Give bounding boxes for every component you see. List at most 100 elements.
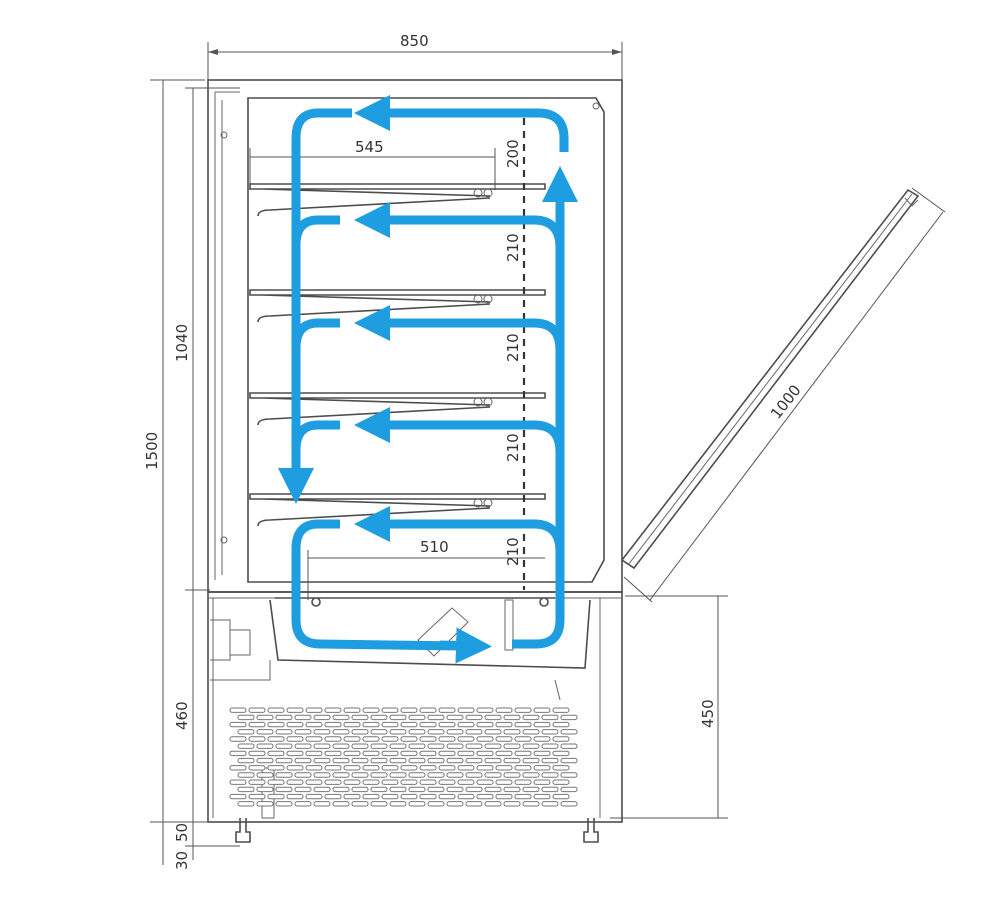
grille-slot — [438, 765, 456, 771]
grille-slot — [256, 757, 274, 764]
grille-slot — [484, 757, 502, 764]
grille-slot — [533, 793, 551, 800]
grille-slot — [248, 750, 266, 757]
grille-slot — [427, 743, 445, 749]
grille-slot — [248, 779, 266, 785]
grille-slot — [313, 772, 331, 778]
grille-slot — [248, 765, 266, 771]
grille-slot — [522, 729, 540, 735]
airflow-bottom-loop — [291, 545, 463, 651]
grille-slot — [457, 793, 475, 800]
grille-slot — [522, 772, 540, 778]
grille-slot — [248, 793, 266, 800]
grille-slot — [351, 714, 369, 721]
grille-slot — [522, 743, 540, 749]
condenser-grille — [229, 707, 578, 807]
grille-slot — [514, 721, 532, 728]
grille-slot — [541, 772, 559, 778]
grille-slot — [343, 750, 361, 757]
grille-slot — [275, 786, 293, 793]
grille-slot — [229, 721, 247, 728]
grille-slot — [351, 801, 369, 807]
grille-slot — [267, 765, 285, 771]
grille-slot — [332, 729, 350, 735]
grille-slot — [484, 714, 502, 721]
grille-slot — [533, 750, 551, 757]
grille-slot — [400, 736, 418, 742]
grille-slot — [275, 801, 293, 807]
grille-slot — [275, 743, 293, 749]
grille-slot — [332, 772, 350, 778]
grille-slot — [362, 793, 380, 800]
grille-slot — [370, 772, 388, 778]
grille-slot — [256, 786, 274, 793]
grille-slot — [408, 757, 426, 764]
grille-slot — [362, 750, 380, 757]
grille-slot — [522, 757, 540, 764]
grille-slot — [286, 750, 304, 757]
grille-slot — [237, 801, 255, 807]
grille-slot — [495, 765, 513, 771]
dim-shelf-spacing-4: 210 — [504, 537, 522, 566]
grille-slot — [362, 736, 380, 742]
grille-slot — [313, 801, 331, 807]
grille-slot — [313, 743, 331, 749]
grille-slot — [351, 743, 369, 749]
grille-slot — [465, 714, 483, 721]
grille-slot — [438, 750, 456, 757]
grille-slot — [294, 772, 312, 778]
grille-slot — [256, 729, 274, 735]
grille-slot — [332, 786, 350, 793]
bottom-deck — [275, 597, 555, 607]
grille-slot — [541, 743, 559, 749]
dim-display-height: 1040 — [173, 324, 191, 362]
grille-slot — [465, 757, 483, 764]
grille-slot — [541, 729, 559, 735]
grille-slot — [229, 750, 247, 757]
grille-slot — [237, 757, 255, 764]
grille-slot — [332, 801, 350, 807]
grille-slot — [305, 750, 323, 757]
grille-slot — [237, 743, 255, 749]
grille-slot — [256, 772, 274, 778]
grille-slot — [229, 736, 247, 742]
grille-slot — [476, 721, 494, 728]
grille-slot — [552, 736, 570, 742]
grille-slot — [275, 714, 293, 721]
grille-slot — [484, 743, 502, 749]
grille-slot — [560, 743, 578, 749]
grille-slot — [438, 779, 456, 785]
grille-slot — [438, 707, 456, 713]
grille-slot — [324, 750, 342, 757]
grille-slot — [229, 707, 247, 713]
grille-slot — [267, 793, 285, 800]
grille-slot — [419, 765, 437, 771]
grille-slot — [381, 793, 399, 800]
grille-slot — [275, 757, 293, 764]
grille-slot — [446, 786, 464, 793]
grille-slot — [313, 786, 331, 793]
grille-slot — [351, 772, 369, 778]
grille-slot — [522, 714, 540, 721]
grille-slot — [275, 772, 293, 778]
grille-slot — [294, 743, 312, 749]
grille-slot — [484, 729, 502, 735]
dim-base-height: 460 — [173, 701, 191, 730]
dim-top-shelf-depth: 545 — [355, 138, 384, 156]
grille-slot — [248, 707, 266, 713]
grille-slot — [514, 750, 532, 757]
grille-slot — [503, 714, 521, 721]
airflow-loop-5 — [291, 524, 565, 553]
grille-slot — [351, 786, 369, 793]
grille-slot — [294, 757, 312, 764]
grille-slot — [370, 757, 388, 764]
airflow-right-return — [512, 600, 565, 649]
grille-slot — [514, 707, 532, 713]
grille-slot — [560, 801, 578, 807]
grille-slot — [533, 707, 551, 713]
grille-slot — [381, 736, 399, 742]
grille-slot — [389, 801, 407, 807]
grille-slot — [476, 750, 494, 757]
grille-slot — [446, 729, 464, 735]
grille-slot — [324, 779, 342, 785]
